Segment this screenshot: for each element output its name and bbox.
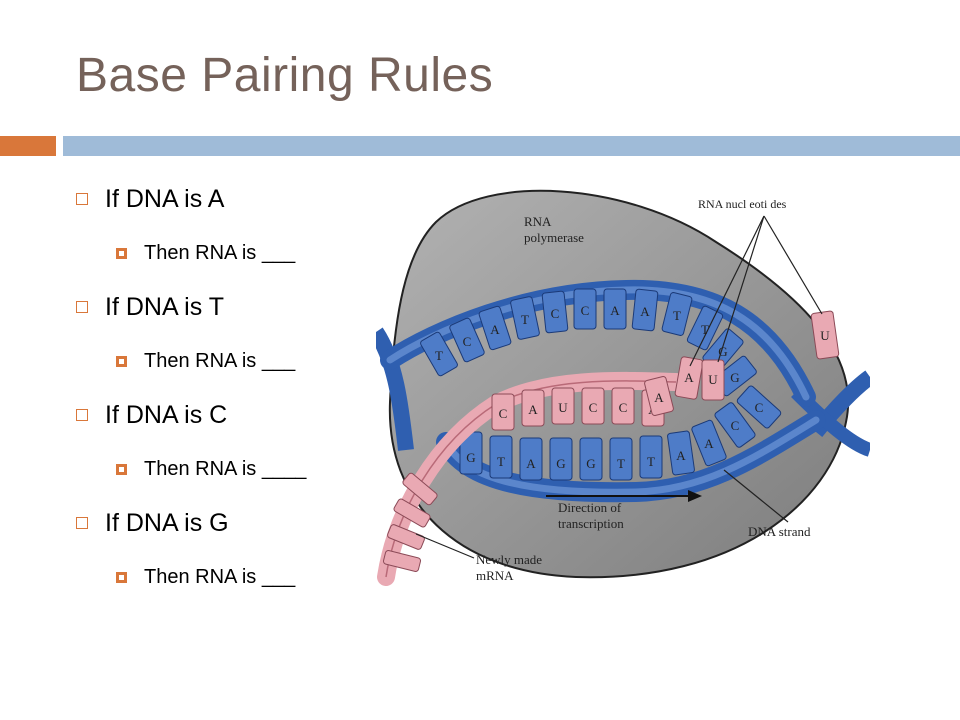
base-label: T (435, 348, 443, 363)
base-label: U (820, 328, 830, 343)
base-label: G (718, 344, 727, 359)
arrowhead-icon (688, 490, 702, 502)
base-label: T (521, 312, 529, 327)
bullet-text: If DNA is C (105, 400, 228, 429)
square-bullet-icon (76, 517, 88, 529)
bullet-dna-t: If DNA is T (76, 284, 376, 330)
base-label: C (619, 400, 628, 415)
base-label: A (526, 456, 536, 471)
label-rna-polymerase-line1: RNA (524, 214, 552, 229)
base-label: C (581, 303, 590, 318)
label-dna-strand: DNA strand (748, 524, 811, 539)
square-bullet-icon (76, 193, 88, 205)
base-label: A (640, 304, 650, 319)
bullet-list: If DNA is A Then RNA is ___ If DNA is T … (76, 176, 376, 608)
transcription-diagram: T C A T C C A A T T G G G T A G G (376, 189, 870, 586)
title-accent-bar-orange (0, 136, 56, 156)
bottom-strand-bases: G T A G G T T A A C C (459, 385, 782, 481)
label-direction-line2: transcription (558, 516, 624, 531)
slide-title: Base Pairing Rules (76, 49, 494, 102)
bullet-dna-g: If DNA is G (76, 500, 376, 546)
pointer-line (689, 215, 765, 367)
base-label: C (589, 400, 598, 415)
base-label: G (586, 456, 595, 471)
sub-bullet-text: Then RNA is ___ (144, 565, 296, 588)
sub-bullet-text: Then RNA is ___ (144, 241, 296, 264)
base-label: G (556, 456, 565, 471)
sub-bullet-rna-a: Then RNA is ___ (116, 222, 376, 284)
base-label: T (673, 308, 681, 323)
base-label: T (497, 454, 505, 469)
base-label: C (551, 306, 560, 321)
pointer-line (763, 215, 823, 315)
base-label: T (647, 454, 655, 469)
label-direction-line1: Direction of (558, 500, 622, 515)
filled-square-bullet-icon (116, 463, 127, 475)
filled-square-bullet-icon (116, 355, 127, 367)
base-label: C (755, 400, 764, 415)
base-label: A (684, 370, 694, 385)
base-label: A (610, 303, 620, 318)
mrna-paired-bases: C A U C C A A (491, 376, 674, 431)
base-label: G (466, 450, 475, 465)
label-mrna-line2: mRNA (476, 568, 514, 583)
bullet-text: If DNA is G (105, 508, 229, 537)
base-label: C (731, 418, 740, 433)
filled-square-bullet-icon (116, 247, 127, 259)
mrna-tail-bases (382, 472, 438, 573)
free-rna-nucleotides: A U U (674, 310, 840, 401)
base-label: C (499, 406, 508, 421)
label-rna-nucleotides: RNA nucl eoti des (698, 197, 787, 211)
label-rna-polymerase-line2: polymerase (524, 230, 584, 245)
sub-bullet-rna-t: Then RNA is ___ (116, 330, 376, 392)
base-label: A (676, 448, 686, 463)
sub-bullet-rna-g: Then RNA is ___ (116, 546, 376, 608)
sub-bullet-rna-c: Then RNA is ____ (116, 438, 376, 500)
base-label: A (490, 322, 500, 337)
base-label: U (708, 372, 718, 387)
base-label: A (654, 390, 664, 405)
dna-helix-left (376, 327, 414, 451)
square-bullet-icon (76, 409, 88, 421)
base-label: C (463, 334, 472, 349)
bullet-dna-a: If DNA is A (76, 176, 376, 222)
pointer-line (415, 533, 475, 559)
base-label: T (617, 456, 625, 471)
sub-bullet-text: Then RNA is ___ (144, 349, 296, 372)
base-label: U (558, 400, 568, 415)
base-label: G (730, 370, 739, 385)
base-label: A (704, 436, 714, 451)
bullet-text: If DNA is A (105, 184, 225, 213)
bullet-dna-c: If DNA is C (76, 392, 376, 438)
pointer-line (717, 215, 765, 363)
base-label: A (528, 402, 538, 417)
sub-bullet-text: Then RNA is ____ (144, 457, 307, 480)
base-label: T (701, 322, 709, 337)
label-mrna-line1: Newly made (476, 552, 542, 567)
square-bullet-icon (76, 301, 88, 313)
pointer-line (723, 469, 789, 523)
filled-square-bullet-icon (116, 571, 127, 583)
bullet-text: If DNA is T (105, 292, 225, 321)
title-accent-bar-blue (63, 136, 960, 156)
